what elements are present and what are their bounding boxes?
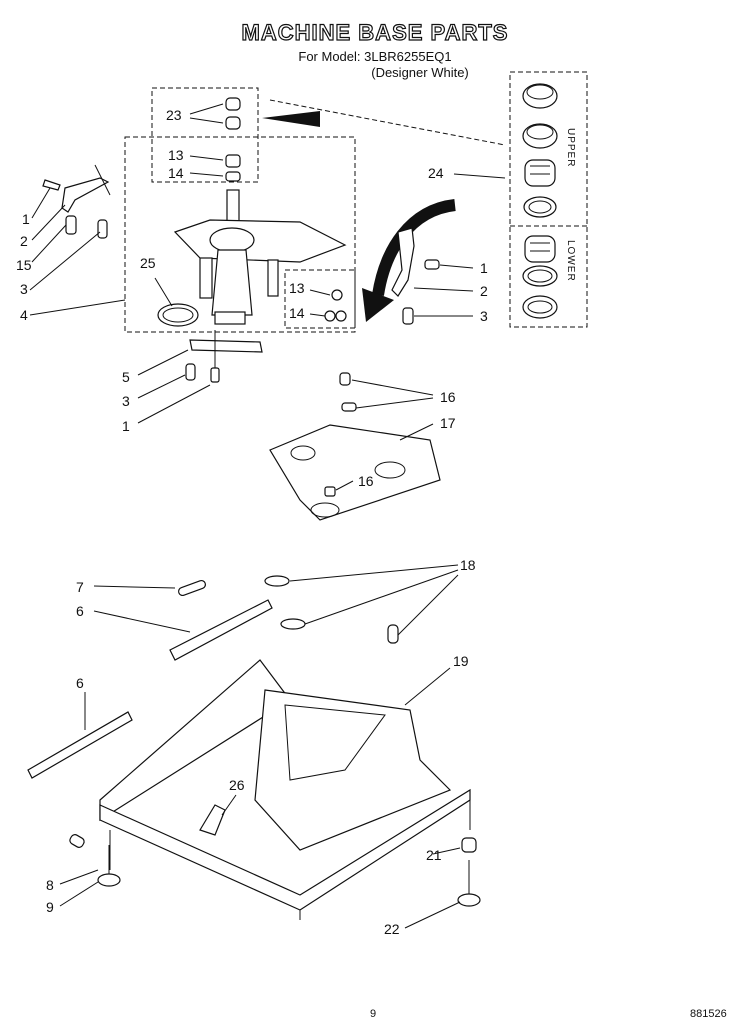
seal-stack-lower: [324, 289, 347, 322]
callout-4: 4: [20, 307, 28, 323]
callout-3-right: 3: [480, 308, 488, 324]
page-number: 9: [370, 1008, 377, 1020]
callout-6-lower: 6: [76, 675, 84, 691]
right-bracket-parts: [391, 227, 440, 325]
callout-2-right: 2: [480, 283, 488, 299]
callout-22: 22: [384, 921, 400, 937]
callout-16-lower: 16: [358, 473, 374, 489]
box-23-13-14: [151, 87, 259, 183]
callout-13-upper: 13: [168, 147, 184, 163]
callout-2-left: 2: [20, 233, 28, 249]
callout-14-upper: 14: [168, 165, 184, 181]
seal-ring-25: [157, 303, 199, 327]
callout-7: 7: [76, 579, 84, 595]
callout-15: 15: [16, 257, 32, 273]
leveling-legs: [69, 834, 481, 907]
callout-17: 17: [440, 415, 456, 431]
kit-label-upper: UPPER: [565, 128, 576, 167]
callout-8: 8: [46, 877, 54, 893]
gearcase-assembly: [173, 189, 347, 325]
callout-16-upper: 16: [440, 389, 456, 405]
tub-rest-parts: [27, 575, 399, 779]
callout-5: 5: [122, 369, 130, 385]
model-color: (Designer White): [371, 65, 469, 80]
callout-3-left: 3: [20, 281, 28, 297]
leader-lines: [29, 103, 506, 929]
callout-26: 26: [229, 777, 245, 793]
callout-9: 9: [46, 899, 54, 915]
callout-3-lower: 3: [122, 393, 130, 409]
curved-arrow-head: [362, 288, 394, 322]
model-number: For Model: 3LBR6255EQ1: [298, 49, 452, 64]
seal-stack-upper: [225, 97, 241, 182]
box-13-14-lower: [284, 269, 356, 329]
callout-21: 21: [426, 847, 442, 863]
bearing-kit-parts: [522, 83, 558, 319]
straight-arrow: [262, 111, 320, 127]
callout-19: 19: [453, 653, 469, 669]
callout-24: 24: [428, 165, 444, 181]
callout-1-left: 1: [22, 211, 30, 227]
callout-numbers: 23 13 14 1 2 15 3 25 4 13 14 24 1 2 3 5 …: [16, 107, 488, 937]
lower-bracket-parts: [185, 330, 263, 383]
callout-6-upper: 6: [76, 603, 84, 619]
page-title: MACHINE BASE PARTS: [241, 19, 509, 45]
base-frame-19: [99, 659, 471, 920]
callout-25: 25: [140, 255, 156, 271]
callout-23: 23: [166, 107, 182, 123]
diagram-code: 881526: [690, 1008, 727, 1020]
callout-18: 18: [460, 557, 476, 573]
callout-13-lower: 13: [289, 280, 305, 296]
mounting-plate-17: [269, 372, 441, 521]
box-bearing-kit: [509, 71, 588, 328]
kit-label-lower: LOWER: [565, 240, 576, 282]
curved-arrow: [372, 199, 456, 296]
callout-1-right: 1: [480, 260, 488, 276]
callout-1-lower: 1: [122, 418, 130, 434]
callout-14-lower: 14: [289, 305, 305, 321]
left-bracket-parts: [42, 164, 111, 239]
box-gearcase-group: [124, 136, 356, 333]
